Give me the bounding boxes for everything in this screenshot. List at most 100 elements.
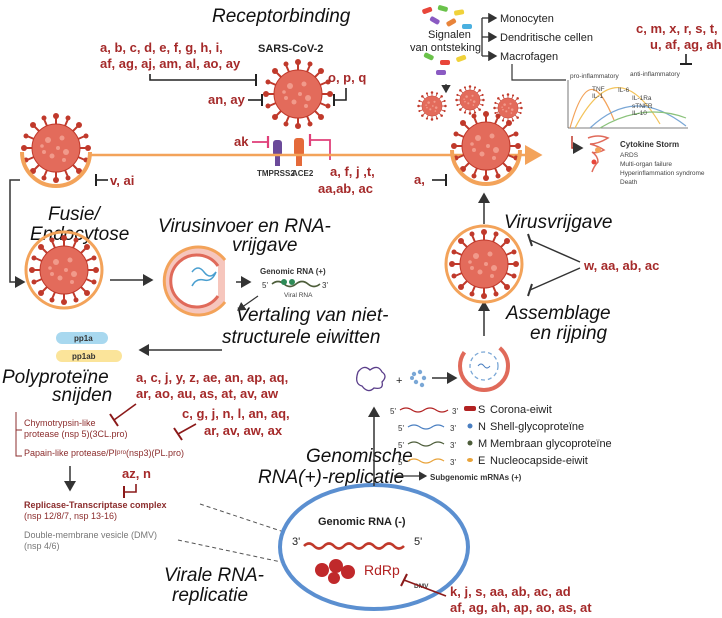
chymotrypsin-label-1: Chymotrypsin-like [24,418,96,428]
drug-codes-ace2-1: a, f, j ,t, [330,164,375,179]
virus-binding-left [20,112,92,184]
drug-codes-receptor-2: af, ag, aj, am, al, ao, ay [100,56,241,71]
inhibitor-release-b [529,267,581,291]
svg-text:5': 5' [398,458,404,467]
protein-n-name: Shell-glycoproteïne [490,421,584,433]
title-release: Virusvrijgave [504,212,612,233]
virus-assembling [458,340,510,392]
svg-text:5': 5' [398,424,404,433]
cytokine-chart [567,80,688,129]
rna-minus-strand [303,542,405,550]
monocyten-label: Monocyten [500,13,554,25]
protein-e-name: Nucleocapside-eiwit [490,455,588,467]
svg-text:5': 5' [262,281,268,290]
drug-codes-poly-2: ar, ao, au, as, at, av, aw [136,386,279,401]
title-genomic-1: Genomische [306,446,413,467]
replicase-label-2: (nsp 12/8/7, nsp 13-16) [24,511,117,521]
dmv-label-1: Double-membrane vesicle (DMV) [24,530,157,540]
cytokine-storm-label: Cytokine Storm [620,140,679,149]
protein-m-name: Membraan glycoproteïne [490,438,612,450]
tnf-label: TNF [592,86,605,93]
il6-label: IL-6 [618,87,630,94]
drug-codes-receptor-1: a, b, c, d, e, f, g, h, i, [100,40,223,55]
arrow-fusion [9,179,26,288]
nucleocapsid-particles [410,369,427,388]
macrofagen-label: Macrofagen [500,51,558,63]
pp1a-bar [56,332,108,344]
tmprss2-label: TMPRSS2 [257,169,295,178]
drug-codes-opq: o, p, q [328,70,366,85]
signals-label-1: Signalen [428,29,471,41]
drug-codes-plpro-2: ar, av, aw, ax [204,423,283,438]
svg-text:3': 3' [450,441,456,450]
inhibitor-replicase [124,484,137,493]
virus-small-3 [492,92,524,124]
inhibitor-receptor [149,74,256,81]
svg-text:pp1ab: pp1ab [72,352,96,361]
drug-codes-a: a, [414,172,425,187]
drug-codes-ak: ak [234,134,249,149]
virus-uncoating [162,245,227,317]
virus-assembled [448,228,520,300]
drug-codes-immune-2: u, af, ag, ah [650,37,722,52]
ace2-label: ACE2 [292,169,314,178]
tmprss2-receptor [273,140,282,156]
svg-text:5': 5' [390,407,396,416]
drug-codes-ace2-2: aa,ab, ac [318,181,373,196]
papain-label: Papain-like protease/PIᵖʳᵒ(nsp3)(PL.pro) [24,448,184,458]
chymotrypsin-label-2: protease (nsp 5)(3CL.pro) [24,429,128,439]
proinflammatory-label: pro-inflammatory [570,73,620,80]
viral-rna-label: Viral RNA [284,292,313,299]
inhibitor-ace2 [310,139,331,160]
svg-text:3': 3' [292,536,300,548]
protein-legend: 5' 3' S Corona-eiwit 5' 3' N Shell-glyco… [390,404,612,467]
subgenomic-label: Subgenomic mRNAs (+) [430,473,522,482]
inhibitor-rdrp [403,579,447,597]
il1ra-label: IL-1Ra [632,95,652,102]
title-viral-2: replicatie [172,585,248,606]
protein-s-letter: S [478,404,485,416]
virus-small-2 [454,84,486,116]
svg-text:5': 5' [398,441,404,450]
cytokine-storm-icon [587,135,610,173]
protein-e-letter: E [478,455,485,467]
svg-text:3': 3' [322,281,328,290]
title-assembly-2: en rijping [530,323,608,344]
storm-item-hyperinflammation: Hyperinflammation syndrome [620,170,705,177]
title-receptor: Receptorbinding [212,6,351,27]
rdrp-complex [315,559,355,584]
title-viral-1: Virale RNA- [164,565,264,586]
svg-text:5': 5' [414,536,422,548]
title-translation-1: Vertaling van niet- [236,305,388,326]
svg-text:3': 3' [452,407,458,416]
inhibitor-3clpro [113,403,137,421]
storm-item-ards: ARDS [620,152,639,159]
drug-codes-release: w, aa, ab, ac [583,258,659,273]
drug-codes-azn: az, n [122,466,151,481]
plus-sign: + [396,375,402,387]
storm-item-multiorgan: Multi-organ failure [620,161,672,168]
antiinflammatory-label: anti-inflammatory [630,71,681,78]
signal-molecules [422,5,472,75]
ace2-receptor [294,138,304,156]
inhibitor-release-a [529,239,581,263]
signals-label-2: van ontsteking [410,42,481,54]
genomic-rna-strand [271,280,321,288]
title-entry-1: Virusinvoer en RNA- [158,216,331,237]
inhibitor-opq [334,88,347,101]
title-translation-2: structurele eiwitten [222,327,380,348]
title-fusion-1: Fusie/ [48,204,101,225]
membrane-fragment [356,366,386,392]
drug-codes-anay: an, ay [208,92,246,107]
protein-m-letter: M [478,438,487,450]
pp1ab-bar [56,350,122,362]
title-poly-2: snijden [52,385,112,406]
svg-text:3': 3' [450,458,456,467]
il1-label: IL-1 [592,93,604,100]
svg-text:pp1a: pp1a [74,334,93,343]
title-entry-2: vrijgave [232,235,297,256]
replicase-label-1: Replicase-Transcriptase complex [24,500,167,510]
sars-label: SARS-CoV-2 [258,43,323,55]
title-poly-1: Polyproteïne [2,367,109,388]
